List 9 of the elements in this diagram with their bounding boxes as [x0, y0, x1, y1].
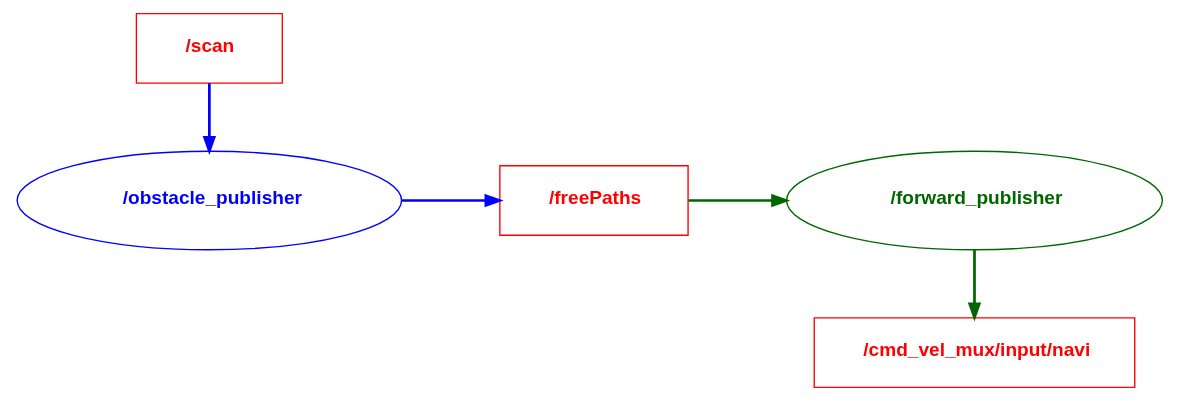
node-box: /cmd_vel_mux/input/navi — [813, 317, 1135, 389]
arrow — [967, 249, 981, 322]
arrow — [687, 193, 790, 208]
node-ellipse: /forward_publisher — [785, 150, 1163, 251]
arrow — [400, 193, 504, 208]
node-box: /freePaths — [498, 165, 689, 236]
arrow — [202, 83, 216, 156]
node-ellipse: /obstacle_publisher — [16, 150, 402, 251]
node-box: /scan — [135, 12, 283, 84]
